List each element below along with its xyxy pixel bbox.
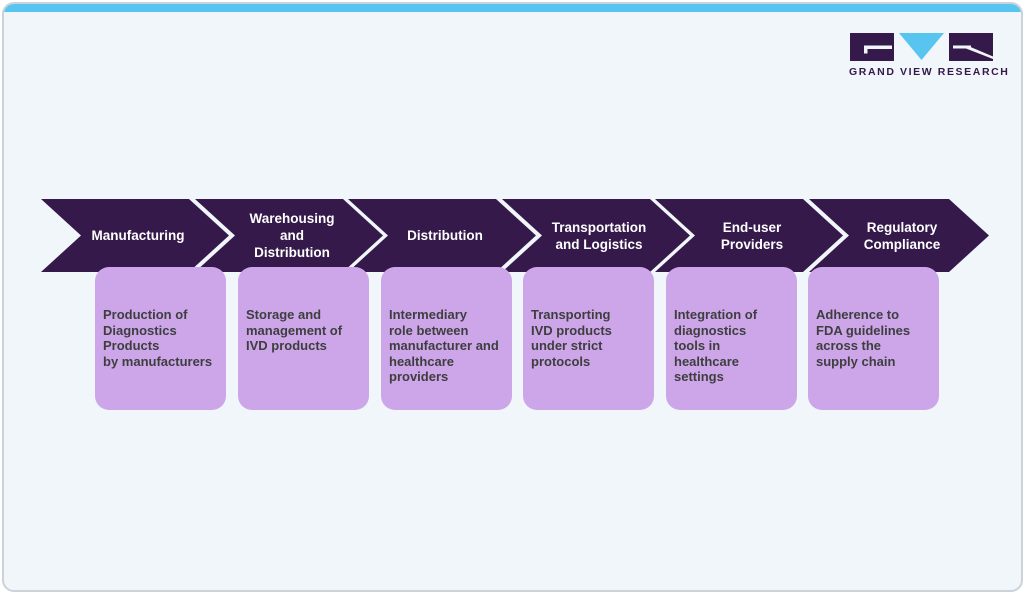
stage-description-card: Adherence to FDA guidelines across the s…: [808, 267, 939, 410]
stage-description: Intermediary role between manufacturer a…: [389, 307, 499, 384]
top-accent-bar: [4, 4, 1021, 12]
stage-label: Transportation and Logistics: [551, 219, 647, 252]
stage-label: Distribution: [407, 228, 483, 243]
stage-description-card: Transporting IVD products under strict p…: [523, 267, 654, 410]
stage-description: Production of Diagnostics Products by ma…: [103, 307, 213, 369]
stage-label: Regulatory Compliance: [863, 219, 941, 252]
stage-description-card: Integration of diagnostics tools in heal…: [666, 267, 797, 410]
stage-label: Warehousing and Distribution: [249, 211, 335, 260]
stage-description: Adherence to FDA guidelines across the s…: [816, 307, 911, 369]
brand-text: GRAND VIEW RESEARCH: [849, 66, 1010, 78]
g-block-icon: [850, 33, 894, 61]
supply-chain-flow: Manufacturing Production of Diagnostics …: [4, 4, 1021, 590]
grand-view-research-logo: GRAND VIEW RESEARCH: [849, 32, 1010, 78]
v-triangle-icon: [899, 33, 944, 60]
stage-label: Manufacturing: [91, 228, 185, 243]
stage-description-card: Storage and management of IVD products: [238, 267, 369, 410]
stage-arrow: Warehousing and Distribution: [195, 199, 383, 272]
stage-description: Transporting IVD products under strict p…: [531, 307, 612, 369]
stage-description-card: Production of Diagnostics Products by ma…: [95, 267, 226, 410]
stage-arrow: Manufacturing: [41, 199, 229, 272]
stage-description: Storage and management of IVD products: [246, 307, 343, 353]
r-block-icon: [949, 33, 993, 61]
stage-description: Integration of diagnostics tools in heal…: [674, 307, 758, 384]
stage-description-card: Intermediary role between manufacturer a…: [381, 267, 512, 410]
logo-mark: [850, 33, 993, 61]
stage-label: End-user Providers: [720, 219, 784, 252]
